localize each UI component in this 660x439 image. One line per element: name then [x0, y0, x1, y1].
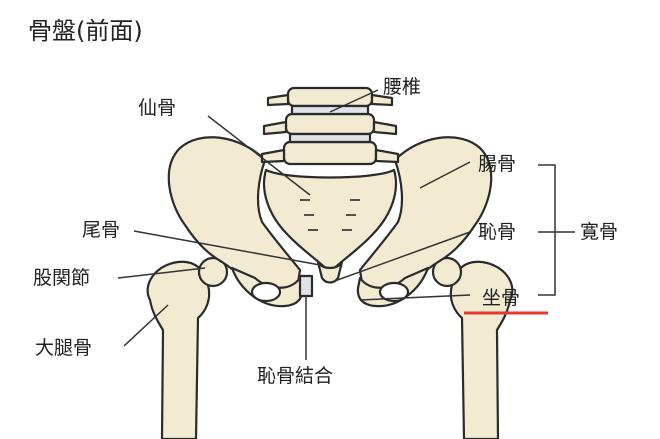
- label-hip-bone: 寛骨: [580, 221, 619, 243]
- transverse-process: [372, 120, 398, 136]
- label-ilium: 腸骨: [478, 153, 517, 175]
- label-sacrum: 仙骨: [138, 97, 177, 119]
- label-coccyx: 尾骨: [82, 219, 121, 241]
- disc-1: [290, 104, 370, 116]
- line-pubis: [331, 231, 471, 283]
- transverse-process: [374, 148, 400, 164]
- disc-2: [288, 132, 372, 144]
- transverse-process: [370, 93, 394, 107]
- label-pubis: 恥骨: [478, 221, 517, 243]
- sacrum-shape: [262, 168, 398, 274]
- right-femoral-head: [431, 256, 463, 288]
- hip-bone-bracket: [538, 164, 556, 296]
- vertebra-1: [286, 86, 374, 108]
- line-hip-joint: [117, 267, 206, 279]
- vertebra-2: [284, 112, 376, 136]
- sacral-details: [300, 199, 360, 231]
- line-femur: [123, 304, 169, 347]
- label-hip-joint: 股関節: [33, 267, 91, 289]
- page-title: 骨盤(前面): [28, 17, 143, 45]
- label-ischium: 坐骨: [482, 287, 521, 309]
- line-ischium: [359, 294, 471, 301]
- line-sacrum: [207, 115, 311, 196]
- transverse-process: [266, 93, 290, 107]
- label-lumbar: 腰椎: [383, 76, 422, 98]
- transverse-process: [262, 120, 288, 136]
- line-ilium: [419, 161, 471, 189]
- coccyx-shape: [316, 260, 344, 284]
- transverse-process: [260, 148, 286, 164]
- vertebra-3: [282, 140, 378, 166]
- leader-lines: [117, 89, 575, 360]
- left-obturator: [250, 281, 282, 303]
- left-femur: [146, 260, 211, 439]
- line-coccyx: [133, 230, 321, 266]
- label-pubic-symphysis: 恥骨結合: [257, 365, 334, 387]
- right-obturator: [378, 281, 410, 303]
- symphysis-shape: [298, 274, 314, 298]
- line-lumbar: [329, 89, 379, 113]
- label-femur: 大腿骨: [35, 337, 93, 359]
- left-femoral-head: [197, 256, 229, 288]
